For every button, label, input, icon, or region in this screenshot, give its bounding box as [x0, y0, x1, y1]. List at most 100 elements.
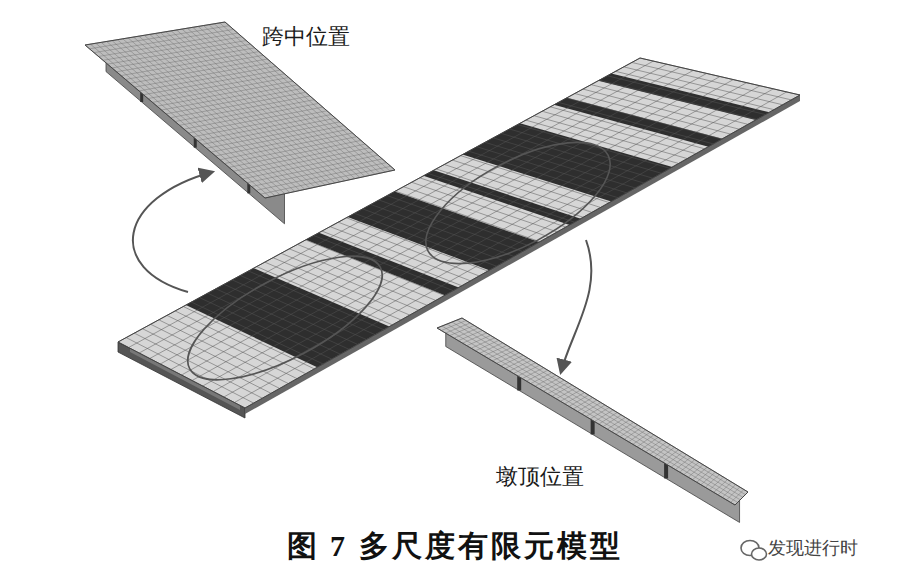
mesh-line	[484, 345, 507, 355]
mesh-line	[150, 34, 325, 185]
mesh-line	[663, 450, 679, 462]
mesh-line	[166, 32, 340, 182]
mesh-line	[658, 447, 674, 459]
mesh-line	[509, 360, 531, 371]
mesh-line	[577, 400, 596, 411]
mesh-line	[590, 407, 609, 419]
mesh-line	[616, 422, 634, 434]
mesh-line	[607, 417, 625, 429]
mesh-line	[452, 322, 743, 497]
midspan-submodel	[85, 22, 395, 224]
mesh-line	[582, 403, 601, 414]
mesh-line	[629, 430, 646, 442]
refined-mesh-band	[463, 123, 673, 201]
mesh-line	[650, 442, 666, 454]
mesh-line	[107, 41, 285, 193]
mesh-line	[497, 353, 520, 364]
mesh-line	[447, 324, 740, 500]
mesh-line	[139, 36, 315, 187]
mesh-line	[442, 326, 738, 502]
mesh-line	[467, 335, 491, 345]
watermark: 发现进行时	[768, 536, 858, 560]
mesh-line	[488, 348, 511, 359]
mesh-line	[526, 370, 547, 381]
mesh-line	[133, 37, 310, 188]
mesh-line	[454, 328, 478, 338]
mesh-line	[539, 378, 560, 389]
mesh-line	[123, 39, 300, 191]
mesh-line	[160, 33, 335, 183]
mesh-line	[726, 487, 739, 500]
mesh-line	[505, 358, 527, 369]
mesh-line	[612, 420, 630, 432]
mesh-line	[637, 435, 654, 447]
mesh-line	[117, 40, 295, 192]
mesh-line	[128, 38, 305, 189]
position-label: 墩顶位置	[492, 460, 588, 494]
mesh-line	[182, 29, 355, 179]
submodel-label-box: 跨中位置	[258, 20, 354, 54]
mesh-line	[701, 472, 715, 485]
mesh-line	[697, 470, 712, 483]
mesh-line	[171, 31, 345, 181]
mesh-line	[722, 485, 736, 498]
mesh-line	[709, 477, 723, 490]
mesh-line	[680, 460, 695, 472]
mesh-line	[731, 490, 744, 503]
mesh-line	[654, 445, 670, 457]
mesh-line	[646, 440, 663, 452]
mesh-line	[573, 398, 593, 409]
mesh-line	[714, 480, 728, 493]
mesh-line	[705, 475, 719, 488]
mesh-line	[552, 385, 572, 396]
mesh-line	[155, 34, 330, 185]
mesh-line	[543, 380, 564, 391]
leader-arrow	[561, 240, 591, 372]
mesh-line	[620, 425, 638, 437]
mesh-line	[560, 390, 580, 401]
mesh-line	[463, 333, 487, 343]
mesh-line	[548, 383, 569, 394]
mesh-line	[457, 320, 745, 495]
pier-top-submodel	[437, 318, 748, 522]
submodel-plate	[437, 318, 748, 505]
mesh-line	[480, 343, 503, 353]
mesh-line	[177, 30, 350, 180]
mesh-line	[688, 465, 703, 478]
region-loop	[171, 232, 399, 404]
mesh-line	[475, 340, 498, 350]
mesh-line	[671, 455, 687, 467]
submodel-label-box: 墩顶位置	[492, 460, 588, 494]
wechat-icon	[741, 541, 767, 561]
region-loop	[408, 118, 628, 288]
callout-loops	[133, 118, 628, 404]
mesh-line	[522, 368, 544, 379]
mesh-line	[514, 363, 536, 374]
mesh-line	[144, 35, 320, 186]
mesh-line	[437, 318, 462, 328]
mesh-line	[492, 350, 515, 361]
mesh-line	[458, 330, 482, 340]
mesh-line	[187, 28, 360, 177]
mesh-line	[441, 320, 466, 330]
position-label: 跨中位置	[258, 20, 354, 54]
mesh-line	[633, 432, 650, 444]
mesh-line	[193, 27, 365, 176]
mesh-line	[518, 365, 540, 376]
mesh-line	[718, 482, 732, 495]
mesh-line	[531, 373, 552, 384]
mesh-line	[471, 338, 495, 348]
mesh-line	[684, 462, 699, 474]
mesh-line	[101, 42, 280, 194]
mesh-line	[641, 437, 658, 449]
mesh-line	[85, 45, 265, 198]
mesh-line	[692, 467, 707, 480]
mesh-line	[735, 492, 748, 505]
mesh-line	[535, 375, 556, 386]
mesh-line	[446, 323, 471, 333]
mesh-line	[675, 457, 690, 469]
mesh-line	[501, 355, 523, 366]
mesh-line	[96, 43, 275, 196]
